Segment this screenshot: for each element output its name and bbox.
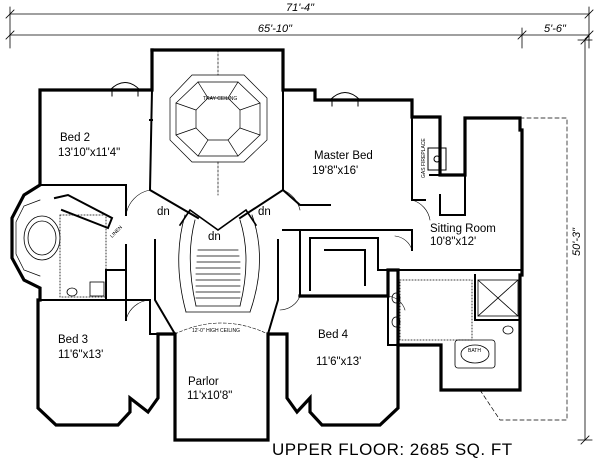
bath-tub-label: BATH: [468, 348, 481, 354]
depth-label: 50'-3": [571, 227, 583, 256]
bed2-name: Bed 2: [60, 132, 90, 144]
dimension-labels: 71'-4" 65'-10" 5'-6" 50'-3": [258, 2, 583, 256]
parlor-name: Parlor: [188, 376, 219, 388]
patio-outline: [479, 117, 568, 421]
sitting-name: Sitting Room: [430, 223, 496, 235]
left-bath-fixtures: [23, 214, 107, 298]
floor-title: UPPER FLOOR: 2685 SQ. FT: [272, 440, 513, 459]
master-bath-fixtures: [391, 279, 519, 369]
room-labels: Bed 2 13'10"x11'4" Master Bed 19'8"x16' …: [58, 132, 496, 402]
bed4-size: 11'6"x13': [316, 356, 361, 368]
parlor-ceiling-arc: [174, 322, 269, 335]
parlor-size: 11'x10'8": [187, 390, 232, 402]
interior-walls: [39, 88, 523, 346]
parlor-ceiling-label: 12'-0" HIGH CEILING: [192, 328, 240, 334]
sitting-size: 10'8"x12': [430, 236, 476, 248]
dn-label-left: dn: [157, 206, 170, 218]
bump-width-label: 5'-6": [544, 23, 567, 35]
dn-label-center: dn: [208, 231, 221, 243]
bed3-name: Bed 3: [58, 334, 88, 346]
overall-width-label: 71'-4": [286, 2, 315, 14]
bed3-size: 11'6"x13': [58, 349, 103, 361]
linen-label: LINEN: [109, 224, 124, 239]
bed4-name: Bed 4: [318, 329, 349, 341]
main-width-label: 65'-10": [258, 23, 293, 35]
bed2-size: 13'10"x11'4": [58, 147, 120, 159]
fireplace-label: GAS FIREPLACE: [421, 138, 427, 178]
tray-ceiling-label: TRAY CEILING: [203, 96, 237, 102]
bay-windows: [15, 82, 361, 277]
master-size: 19'8"x16': [312, 165, 358, 177]
door-swings: [125, 189, 431, 321]
tray-ceiling: [169, 49, 268, 196]
staircase: [178, 208, 260, 313]
exterior-walls: [10, 48, 524, 442]
fireplace: [427, 147, 447, 171]
master-name: Master Bed: [314, 150, 373, 162]
dn-label-right: dn: [258, 206, 271, 218]
dimension-lines: [5, 6, 594, 445]
